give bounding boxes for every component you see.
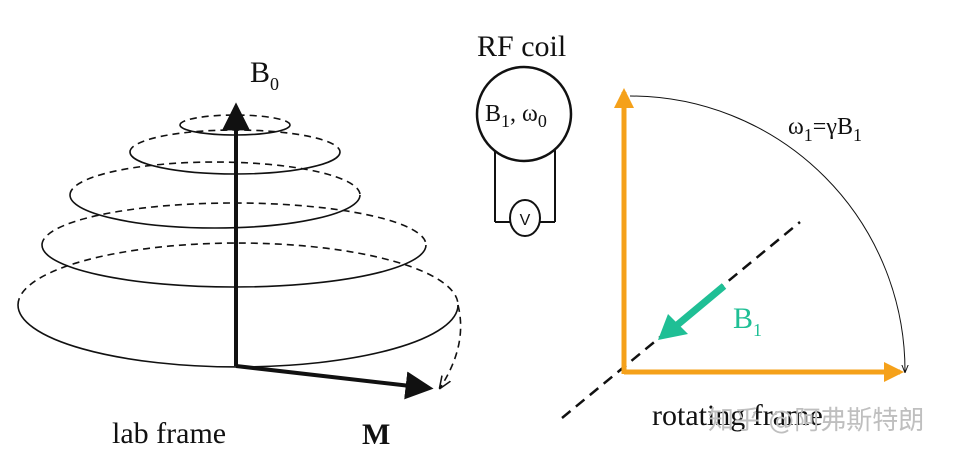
m-vector: [235, 364, 434, 400]
m-label: M: [362, 418, 390, 451]
precession-arrow: [440, 304, 462, 388]
rf-coil-title: RF coil: [477, 30, 566, 63]
spiral-back-3: [69, 161, 361, 196]
coil-circle: [475, 65, 573, 163]
spiral-front-3: [69, 194, 361, 229]
b1-arrow: [658, 283, 727, 340]
omega1-equation: ω1=γB1: [788, 114, 862, 145]
rotating-frame-panel: B1 ω1=γB1 rotating frame: [561, 88, 905, 432]
coil-circuit: [494, 150, 556, 223]
lab-frame-caption: lab frame: [112, 417, 226, 450]
spiral-back-4: [41, 202, 427, 246]
voltmeter-label: V: [520, 212, 531, 229]
voltmeter-icon: [509, 199, 541, 237]
coil-field-label: B1, ω0: [485, 101, 547, 131]
rf-coil-panel: RF coil B1, ω0 V: [475, 30, 573, 237]
nutation-arc: [629, 95, 905, 372]
b1-label: B1: [733, 302, 762, 340]
precession-spiral: [17, 114, 462, 388]
watermark-text: 知乎 @阿弗斯特朗: [708, 406, 924, 436]
lab-frame-panel: B0 M lab frame: [17, 56, 462, 451]
rotating-frame-caption: rotating frame: [652, 399, 823, 432]
spiral-back-5: [17, 242, 459, 306]
b0-label: B0: [250, 56, 279, 94]
